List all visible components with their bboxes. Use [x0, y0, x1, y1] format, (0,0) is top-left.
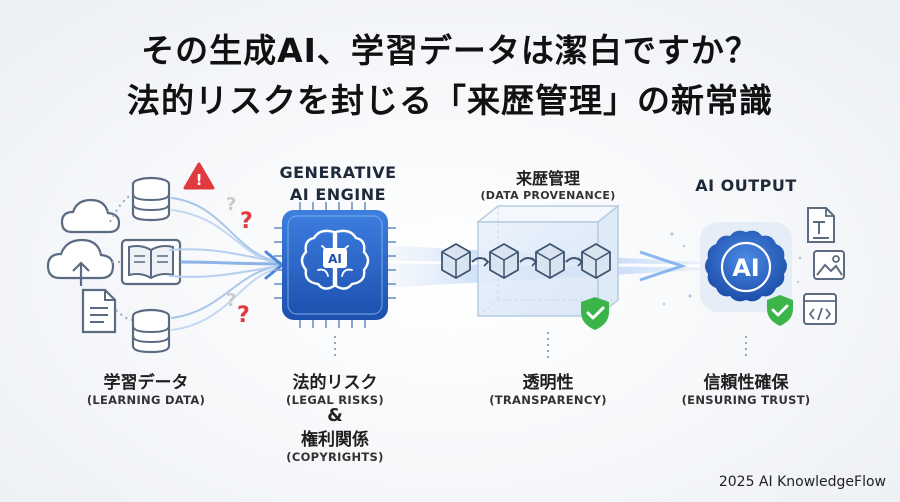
question-marks: ? ? ? ? [226, 194, 253, 328]
ensuring-trust-jp: 信頼性確保 [703, 373, 789, 393]
code-window-icon [803, 293, 837, 325]
legal-risks-jp: 法的リスク [292, 373, 378, 393]
learning-data-icons [46, 176, 182, 354]
sparkle-dots [662, 232, 802, 306]
transparency-label: 透明性 (TRANSPARENCY) [448, 368, 648, 407]
text-file-icon [807, 207, 835, 243]
provenance-heading: 来歴管理 (DATA PROVENANCE) [448, 165, 648, 202]
data-block-icon [489, 242, 519, 280]
title-line-1: その生成AI、学習データは潔白ですか？ [141, 31, 759, 70]
ai-output-badge: AI [700, 222, 792, 312]
learning-data-jp: 学習データ [103, 373, 189, 393]
data-flow-lines [169, 197, 285, 331]
engine-heading: GENERATIVE AI ENGINE [238, 162, 438, 206]
provenance-heading-jp: 来歴管理 [515, 169, 580, 188]
document-icon [81, 288, 117, 334]
cloud-icon [60, 198, 121, 234]
transparency-en: (TRANSPARENCY) [489, 393, 607, 407]
data-block-icon [581, 242, 611, 280]
engine-heading-line1: GENERATIVE [279, 163, 397, 182]
data-block-chain [441, 242, 611, 280]
cloud-upload-icon [46, 238, 115, 286]
engine-chip-text: AI [328, 252, 342, 266]
shield-check-icon [767, 295, 793, 326]
copyrights-jp: 権利関係 [301, 430, 369, 450]
legal-risks-label: 法的リスク (LEGAL RISKS) & 権利関係 (COPYRIGHTS) [235, 368, 435, 464]
ensuring-trust-en: (ENSURING TRUST) [681, 393, 811, 407]
engine-heading-line2: AI ENGINE [289, 185, 387, 204]
question-mark-icon: ? [226, 290, 236, 311]
warning-mark: ! [196, 171, 203, 189]
title-line-2: 法的リスクを封じる「来歴管理」の新常識 [127, 81, 773, 120]
provenance-heading-en: (DATA PROVENANCE) [480, 189, 616, 202]
data-block-icon [535, 242, 565, 280]
question-mark-icon: ? [240, 209, 253, 234]
copyrights-en: (COPYRIGHTS) [286, 450, 384, 464]
data-block-icon [441, 242, 471, 280]
ensuring-trust-label: 信頼性確保 (ENSURING TRUST) [646, 368, 846, 407]
transparency-jp: 透明性 [522, 373, 574, 393]
book-icon [120, 238, 182, 286]
ai-engine-chip: AI [274, 202, 396, 328]
warning-icon: ! [183, 162, 215, 190]
output-heading: AI OUTPUT [695, 176, 797, 195]
learning-data-en: (LEARNING DATA) [86, 393, 206, 407]
image-icon [813, 250, 845, 280]
question-mark-icon: ? [226, 194, 236, 215]
ampersand: & [327, 405, 343, 426]
footer-credit: 2025 AI KnowledgeFlow [718, 474, 886, 490]
learning-data-label: 学習データ (LEARNING DATA) [46, 368, 246, 407]
legal-risks-en: (LEGAL RISKS) [286, 393, 384, 407]
database-icon [131, 176, 171, 222]
question-mark-icon: ? [237, 303, 250, 328]
shield-check-icon [581, 297, 609, 330]
output-badge-text: AI [732, 254, 760, 282]
database-icon [131, 308, 171, 354]
label-connectors [334, 332, 747, 358]
